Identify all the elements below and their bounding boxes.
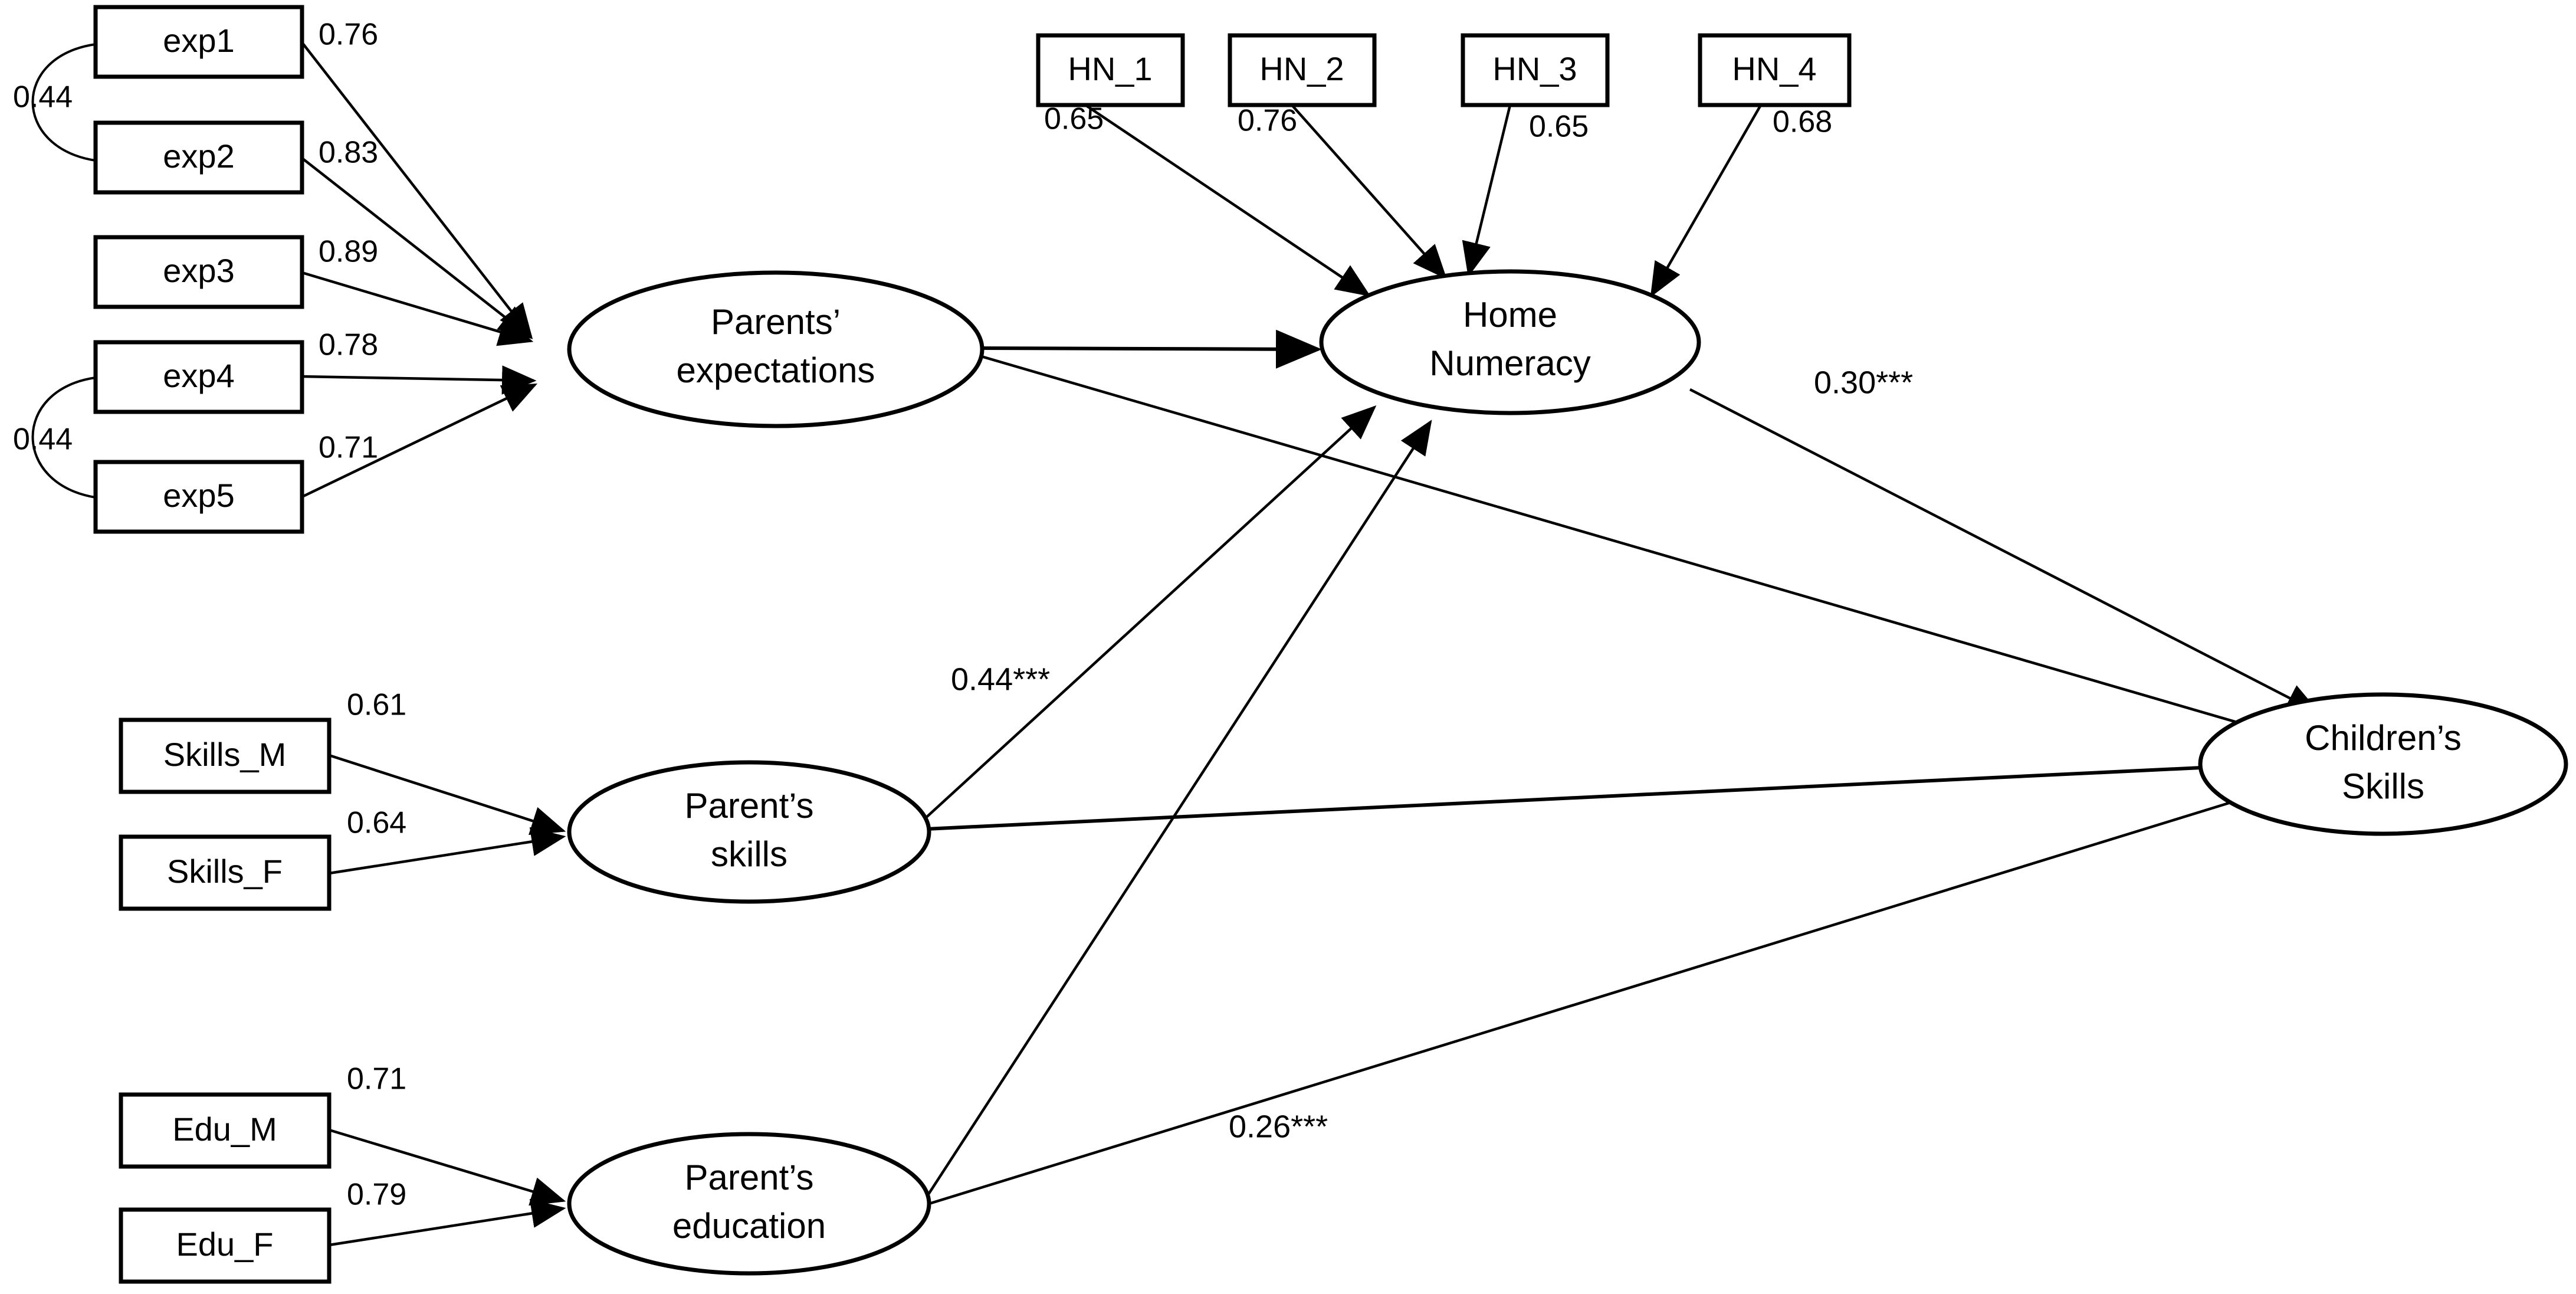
edge-exp3-expectations bbox=[301, 271, 534, 346]
loading-label-exp3: 0.89 bbox=[319, 235, 378, 269]
node-label-exp1: exp1 bbox=[163, 22, 234, 59]
edge-group-home-numeracy-loadings bbox=[1084, 104, 1762, 297]
edge-home-numeracy-children-skills bbox=[1689, 388, 2321, 715]
edge-group-correlations bbox=[31, 43, 96, 499]
loading-label-hn1: 0.65 bbox=[1044, 102, 1104, 136]
node-label-hn4: HN_4 bbox=[1732, 50, 1816, 87]
edge-group-parent-skills-loadings bbox=[329, 754, 566, 875]
edge-hn2-home-numeracy bbox=[1291, 104, 1447, 280]
loading-label-exp4: 0.78 bbox=[319, 328, 378, 362]
node-label-edu-m: Edu_M bbox=[172, 1110, 277, 1148]
node-box-edu-m[interactable] bbox=[119, 1092, 332, 1169]
edge-edum-parent-education bbox=[329, 1128, 566, 1206]
node-box-exp1[interactable] bbox=[93, 5, 304, 79]
loading-label-edu-m: 0.71 bbox=[347, 1062, 406, 1096]
edge-group-structural-paths bbox=[922, 329, 2339, 1205]
node-box-hn1[interactable] bbox=[1036, 33, 1185, 107]
node-box-skills-m[interactable] bbox=[119, 718, 332, 794]
edge-corr-exp1-exp2 bbox=[31, 43, 96, 162]
node-box-hn3[interactable] bbox=[1461, 33, 1610, 107]
loading-label-exp5: 0.71 bbox=[319, 431, 378, 465]
node-label-exp2: exp2 bbox=[163, 137, 234, 175]
edge-exp1-expectations bbox=[301, 41, 533, 339]
label-group-structural: 0.44*** 0.26*** 0.30*** bbox=[951, 365, 1913, 1144]
node-box-hn2[interactable] bbox=[1228, 33, 1377, 107]
node-label-exp5: exp5 bbox=[163, 477, 234, 514]
label-group-correlations: 0.44 0.44 bbox=[13, 80, 73, 457]
node-box-hn4[interactable] bbox=[1698, 33, 1852, 107]
node-label-skills-f: Skills_F bbox=[167, 853, 283, 890]
node-ellipse-children-skills[interactable] bbox=[2198, 692, 2568, 836]
edge-expectations-children-skills bbox=[973, 352, 2333, 755]
edge-eduf-parent-education bbox=[329, 1198, 566, 1247]
loading-label-skills-f: 0.64 bbox=[347, 806, 406, 840]
node-box-skills-f[interactable] bbox=[119, 834, 332, 911]
node-label-home-numeracy-line2: Numeracy bbox=[1429, 343, 1590, 383]
edge-parent-skills-children-skills bbox=[926, 743, 2339, 831]
node-ellipse-expectations[interactable] bbox=[567, 270, 985, 428]
node-label-expectations-line2: expectations bbox=[677, 350, 875, 390]
node-label-hn3: HN_3 bbox=[1492, 50, 1577, 87]
node-box-exp3[interactable] bbox=[93, 235, 304, 309]
edge-hn1-home-numeracy bbox=[1084, 104, 1371, 297]
node-box-edu-f[interactable] bbox=[119, 1207, 332, 1284]
edge-skillsm-parent-skills bbox=[329, 754, 566, 835]
edge-hn4-home-numeracy bbox=[1650, 104, 1762, 297]
edge-corr-exp4-exp5 bbox=[31, 376, 96, 499]
node-ellipse-parent-education[interactable] bbox=[567, 1132, 931, 1276]
loading-label-edu-f: 0.79 bbox=[347, 1178, 406, 1212]
correlation-label-exp1-exp2: 0.44 bbox=[13, 80, 73, 114]
edge-parent-education-children-skills bbox=[928, 765, 2339, 1205]
node-label-skills-m: Skills_M bbox=[163, 736, 286, 773]
loading-label-skills-m: 0.61 bbox=[347, 688, 406, 722]
node-label-children-skills-line1: Children’s bbox=[2305, 718, 2462, 758]
edge-group-parent-education-loadings bbox=[329, 1128, 566, 1247]
node-label-parent-education-line2: education bbox=[672, 1206, 826, 1246]
correlation-label-exp4-exp5: 0.44 bbox=[13, 422, 73, 457]
node-box-exp5[interactable] bbox=[93, 460, 304, 534]
edge-exp4-expectations bbox=[301, 365, 537, 395]
loading-label-exp1: 0.76 bbox=[319, 18, 378, 52]
loading-label-hn3: 0.65 bbox=[1529, 110, 1589, 144]
node-label-exp4: exp4 bbox=[163, 357, 234, 394]
edge-parent-skills-home-numeracy bbox=[922, 405, 1377, 821]
node-label-parent-skills-line2: skills bbox=[711, 834, 787, 874]
node-label-exp3: exp3 bbox=[163, 252, 234, 289]
label-group-loadings: 0.76 0.83 0.89 0.78 0.71 0.65 0.76 0.65 … bbox=[319, 18, 1832, 1212]
node-ellipse-home-numeracy[interactable] bbox=[1319, 269, 1701, 415]
loading-label-hn2: 0.76 bbox=[1238, 104, 1297, 138]
node-label-parent-skills-line1: Parent’s bbox=[684, 786, 813, 825]
node-label-children-skills-line2: Skills bbox=[2342, 766, 2424, 806]
edge-hn3-home-numeracy bbox=[1462, 104, 1512, 277]
node-group-observed: exp1 exp2 exp3 exp4 exp5 HN_1 HN_2 HN_3 … bbox=[93, 5, 1852, 1284]
edge-expectations-home-numeracy bbox=[976, 329, 1322, 369]
node-group-latent: Parents’ expectations Home Numeracy Pare… bbox=[567, 269, 2568, 1276]
node-label-edu-f: Edu_F bbox=[176, 1226, 274, 1263]
edge-exp5-expectations bbox=[301, 383, 538, 499]
edge-exp2-expectations bbox=[301, 157, 533, 339]
loading-label-exp2: 0.83 bbox=[319, 136, 378, 170]
node-box-exp4[interactable] bbox=[93, 340, 304, 414]
edge-parent-education-home-numeracy bbox=[925, 420, 1432, 1199]
node-label-hn2: HN_2 bbox=[1259, 50, 1344, 87]
node-label-home-numeracy-line1: Home bbox=[1463, 295, 1557, 335]
node-label-parent-education-line1: Parent’s bbox=[684, 1158, 813, 1197]
node-box-exp2[interactable] bbox=[93, 120, 304, 195]
node-ellipse-parent-skills[interactable] bbox=[567, 760, 931, 904]
path-label-parent-education-children-skills: 0.26*** bbox=[1229, 1109, 1328, 1144]
loading-label-hn4: 0.68 bbox=[1773, 105, 1832, 139]
edge-group-expectations-loadings bbox=[301, 41, 538, 499]
path-label-home-numeracy-children-skills: 0.30*** bbox=[1814, 365, 1913, 400]
node-label-expectations-line1: Parents’ bbox=[711, 302, 841, 342]
edge-skillsf-parent-skills bbox=[329, 827, 566, 875]
node-label-hn1: HN_1 bbox=[1068, 50, 1152, 87]
path-label-parent-skills-home-numeracy: 0.44*** bbox=[951, 661, 1050, 697]
